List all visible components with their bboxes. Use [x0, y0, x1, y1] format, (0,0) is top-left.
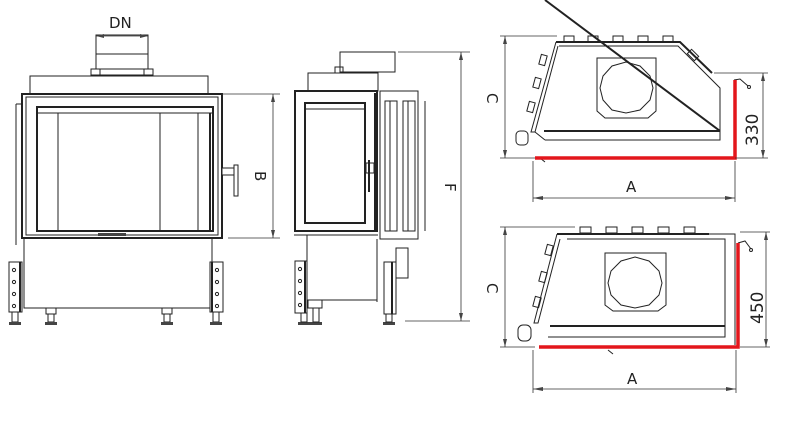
door-handle [221, 167, 235, 176]
front-view: DN [8, 14, 280, 325]
air-inlet [515, 130, 529, 146]
flue-plate [604, 252, 667, 312]
a-label-top: A [626, 178, 637, 196]
dim-330-label: 330 [743, 114, 763, 146]
a-label-bottom: A [627, 370, 638, 388]
side-door [294, 90, 378, 232]
flue-plate [596, 57, 657, 119]
side-flue-collar [339, 51, 396, 73]
dn-label: DN [109, 14, 132, 32]
f-label: F [441, 183, 459, 192]
flue-collar [95, 34, 149, 70]
b-label: B [251, 171, 269, 181]
side-convection-panel [379, 90, 419, 240]
c-label-top: C [483, 93, 501, 103]
top-vents [579, 226, 696, 234]
glass-door [36, 106, 214, 232]
c-label-bottom: C [483, 283, 501, 293]
adjustable-feet [9, 307, 222, 325]
highlight-outline-450 [539, 243, 740, 349]
flue-opening [599, 61, 654, 114]
side-leg-bracket-rear [383, 261, 397, 315]
flue-opening [607, 256, 663, 309]
front-frame [21, 93, 223, 239]
plan-view-330: C 330 A [483, 0, 768, 202]
side-view: F [294, 51, 470, 325]
plan-view-450: C 450 A [483, 226, 770, 393]
dim-450-label: 450 [748, 292, 768, 324]
air-inlet [517, 324, 532, 342]
